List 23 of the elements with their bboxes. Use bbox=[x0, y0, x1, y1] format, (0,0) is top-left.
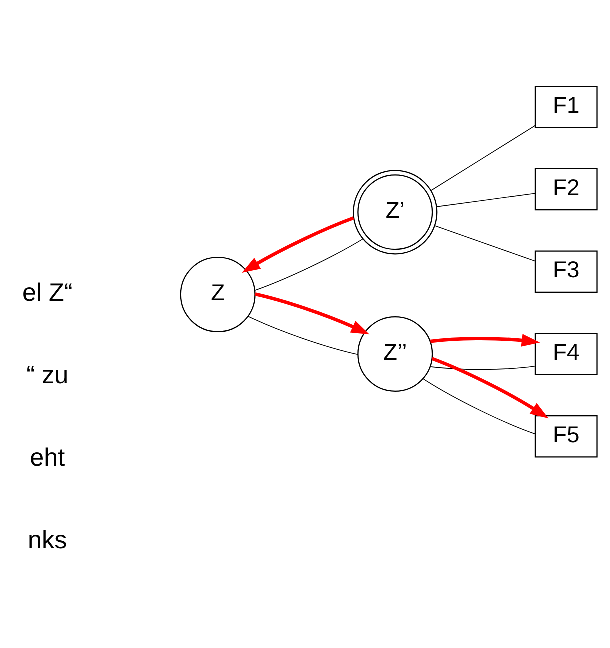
node-circle: Z’’ bbox=[358, 316, 434, 392]
node-box: F1 bbox=[534, 86, 598, 128]
arrow bbox=[255, 292, 370, 334]
node-circle: Z’ bbox=[353, 170, 438, 254]
connector bbox=[254, 238, 364, 291]
node-box: F4 bbox=[534, 332, 598, 375]
label: eht bbox=[30, 443, 66, 472]
connector bbox=[248, 316, 359, 355]
node-box: F2 bbox=[534, 168, 598, 210]
node-box: F3 bbox=[534, 250, 598, 293]
connector bbox=[436, 192, 536, 207]
arrow bbox=[432, 356, 549, 418]
connector bbox=[422, 378, 536, 434]
connector bbox=[431, 124, 536, 190]
connector bbox=[434, 225, 536, 262]
label: nks bbox=[28, 526, 68, 554]
node-box: F5 bbox=[534, 414, 598, 458]
connector bbox=[430, 366, 536, 370]
arrow bbox=[242, 216, 354, 272]
label: “ zu bbox=[26, 361, 69, 390]
arrow bbox=[430, 334, 540, 346]
node-circle: Z bbox=[180, 256, 256, 332]
label: el Z“ bbox=[22, 278, 73, 307]
